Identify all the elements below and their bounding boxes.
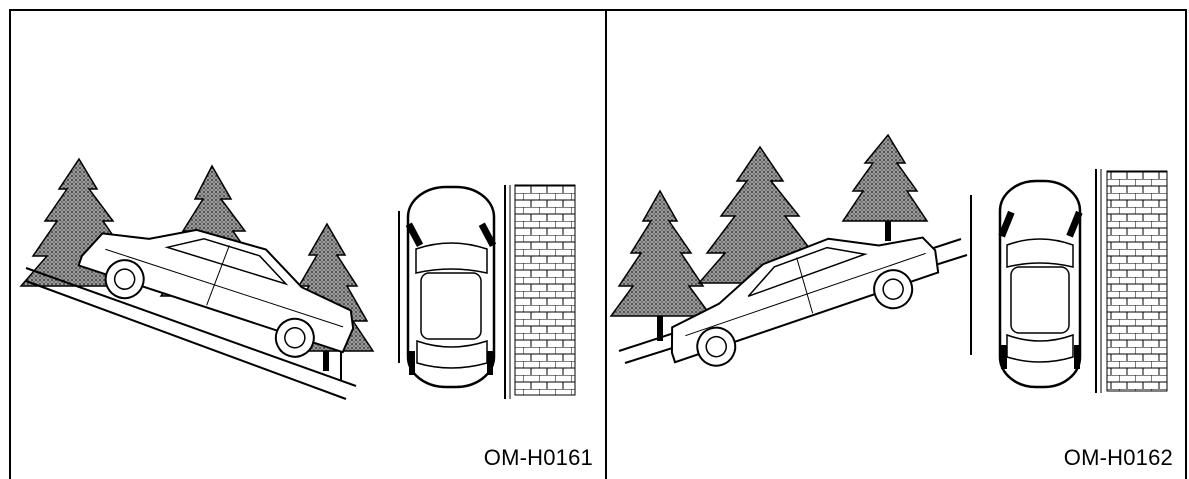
figure-panel-left: OM-H0161: [11, 11, 605, 479]
figure-code-right: OM-H0162: [1064, 445, 1173, 471]
figure-code-left: OM-H0161: [484, 445, 593, 471]
car-top-view: [998, 181, 1082, 387]
brick-wall: [1096, 169, 1167, 393]
car-top-view: [406, 187, 496, 387]
tree-3: [843, 135, 927, 241]
brick-wall: [505, 185, 575, 399]
figure-panel-right: OM-H0162: [607, 11, 1185, 479]
car-side-view: [653, 208, 948, 378]
downhill-parking-illustration: [607, 11, 1185, 479]
uphill-parking-illustration: [11, 11, 605, 479]
